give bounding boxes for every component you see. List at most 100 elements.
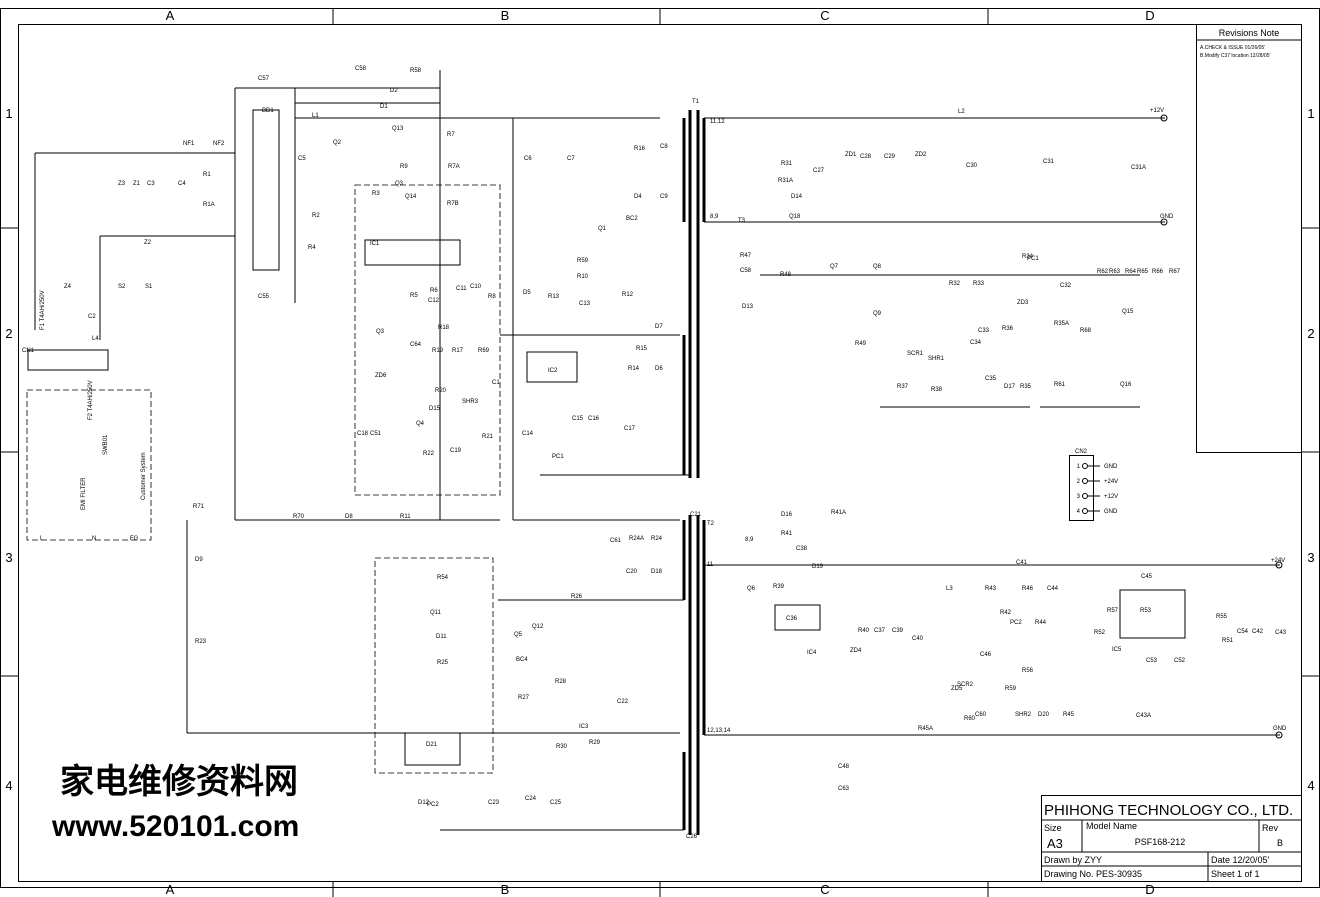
component-ref-z1: Z1: [133, 181, 141, 187]
component-ref-zd1: ZD1: [845, 152, 857, 158]
grid-column-label: A: [166, 8, 175, 23]
component-ref-scr1: SCR1: [907, 351, 924, 357]
component-ref-l3: L3: [946, 586, 953, 592]
wiring: [26, 70, 1283, 835]
component-ref-r45a: R45A: [918, 726, 933, 732]
component-ref-q8: Q8: [873, 264, 882, 270]
component-ref-r3: R3: [372, 191, 380, 197]
component-ref-r6: R6: [430, 288, 438, 294]
component-ref-zd2: ZD2: [915, 152, 927, 158]
grid-row-label: 3: [1307, 550, 1314, 565]
component-ref-r48: R48: [780, 272, 792, 278]
component-ref-pc1: PC1: [552, 454, 564, 460]
component-ref-c9: C9: [660, 194, 668, 200]
model-label: Model Name: [1086, 821, 1137, 831]
component-ref-t3: T3: [738, 218, 746, 224]
component-ref-c18: C18: [357, 431, 369, 437]
component-ref-r15: R15: [636, 346, 648, 352]
component-ref-d19: D19: [812, 564, 824, 570]
component-ref-c39: C39: [892, 628, 904, 634]
component-ref-r27: R27: [518, 695, 530, 701]
watermark-chinese: 家电维修资料网: [60, 762, 298, 802]
grid-row-label: 2: [5, 326, 12, 341]
terminal-n: N: [92, 536, 96, 542]
component-ref-r24: R24: [651, 536, 663, 542]
component-ref-c8: C8: [660, 144, 668, 150]
component-ref-r38: R38: [931, 387, 943, 393]
component-ref-r2: R2: [312, 213, 320, 219]
connector-pin: [1082, 493, 1088, 499]
rev-value: B: [1277, 838, 1283, 848]
terminal-l: L: [40, 536, 44, 542]
connector-pin-label: +24V: [1104, 479, 1118, 485]
grid-column-label: A: [166, 882, 175, 897]
title-block: PHIHONG TECHNOLOGY CO., LTD. Size A3 Mod…: [1041, 795, 1302, 882]
component-ref-r41: R41: [781, 531, 793, 537]
terminal-fg: FG: [130, 536, 139, 542]
component-ref-d6: D6: [655, 366, 663, 372]
component-ref-r52: R52: [1094, 630, 1106, 636]
grid-column-label: B: [501, 882, 510, 897]
size-label: Size: [1044, 823, 1062, 833]
component-ref-r19: R19: [432, 348, 444, 354]
component-ref-r5: R5: [410, 293, 418, 299]
component-ref-s2: S2: [118, 284, 126, 290]
component-ref-z4: Z4: [64, 284, 72, 290]
component-ref-r55: R55: [1216, 614, 1228, 620]
component-ref-c57: C57: [258, 76, 270, 82]
component-ref-r1: R1: [203, 172, 211, 178]
component-ref-r17: R17: [452, 348, 464, 354]
component-ref-c30: C30: [966, 163, 978, 169]
revisions-title: Revisions Note: [1219, 28, 1280, 38]
component-ref-r67: R67: [1169, 269, 1181, 275]
component-ref-c20: C20: [626, 569, 638, 575]
connector-pin-number: 3: [1077, 494, 1081, 500]
rev-label: Rev: [1262, 823, 1279, 833]
component-ref-bc4: BC4: [516, 657, 528, 663]
component-ref-r26: R26: [571, 594, 583, 600]
component-ref-z2: Z2: [144, 240, 152, 246]
component-ref-c2: C2: [88, 314, 96, 320]
component-ref-r45: R45: [1063, 712, 1075, 718]
fuse-f1-label: F1 T4AH/250V: [40, 290, 46, 330]
component-ref-c33: C33: [978, 328, 990, 334]
component-ref-d8: D8: [345, 514, 353, 520]
revision-note: A.CHECK & ISSUE 01/26/05': [1200, 45, 1265, 51]
component-ref-c37: C37: [874, 628, 886, 634]
component-ref-d20: D20: [1038, 712, 1050, 718]
component-ref-r62: R62: [1097, 269, 1109, 275]
component-ref-c52: C52: [1174, 658, 1186, 664]
model-value: PSF168-212: [1135, 837, 1186, 847]
component-ref-c4: C4: [178, 181, 186, 187]
component-ref-l2: L2: [958, 109, 965, 115]
component-ref-c32: C32: [1060, 283, 1072, 289]
sheet-number: Sheet 1 of 1: [1211, 869, 1260, 879]
component-ref-c58: C58: [355, 66, 367, 72]
component-ref-r7b: R7B: [447, 201, 459, 207]
component-ref-t1: T1: [692, 99, 700, 105]
component-ref-r21: R21: [482, 434, 494, 440]
component-ref-r9: R9: [400, 164, 408, 170]
grid-column-label: C: [820, 8, 829, 23]
component-ref-c7: C7: [567, 156, 575, 162]
component-ref-r22: R22: [423, 451, 435, 457]
component-ref-r58: R58: [410, 68, 422, 74]
component-ref-l4: L4: [92, 336, 99, 342]
component-ref-c46: C46: [980, 652, 992, 658]
component-ref-c41: C41: [1016, 560, 1028, 566]
customer-system-label: Customer System: [141, 452, 147, 500]
component-ref-r13: R13: [548, 294, 560, 300]
component-ref-r31: R31: [781, 161, 793, 167]
revision-note: B.Modify C37 location 12/28/05': [1200, 53, 1270, 59]
component-ref-r54: R54: [437, 575, 449, 581]
company-name: PHIHONG TECHNOLOGY CO., LTD.: [1044, 802, 1293, 819]
component-ref-c12: C12: [428, 298, 440, 304]
component-ref-nf2: NF2: [213, 141, 225, 147]
component-ref-r29: R29: [589, 740, 601, 746]
component-ref-c53: C53: [1146, 658, 1158, 664]
component-ref-c15: C15: [572, 416, 584, 422]
component-ref-d7: D7: [655, 324, 663, 330]
component-ref-r65: R65: [1137, 269, 1149, 275]
rail-12v: +12V: [1150, 108, 1164, 114]
